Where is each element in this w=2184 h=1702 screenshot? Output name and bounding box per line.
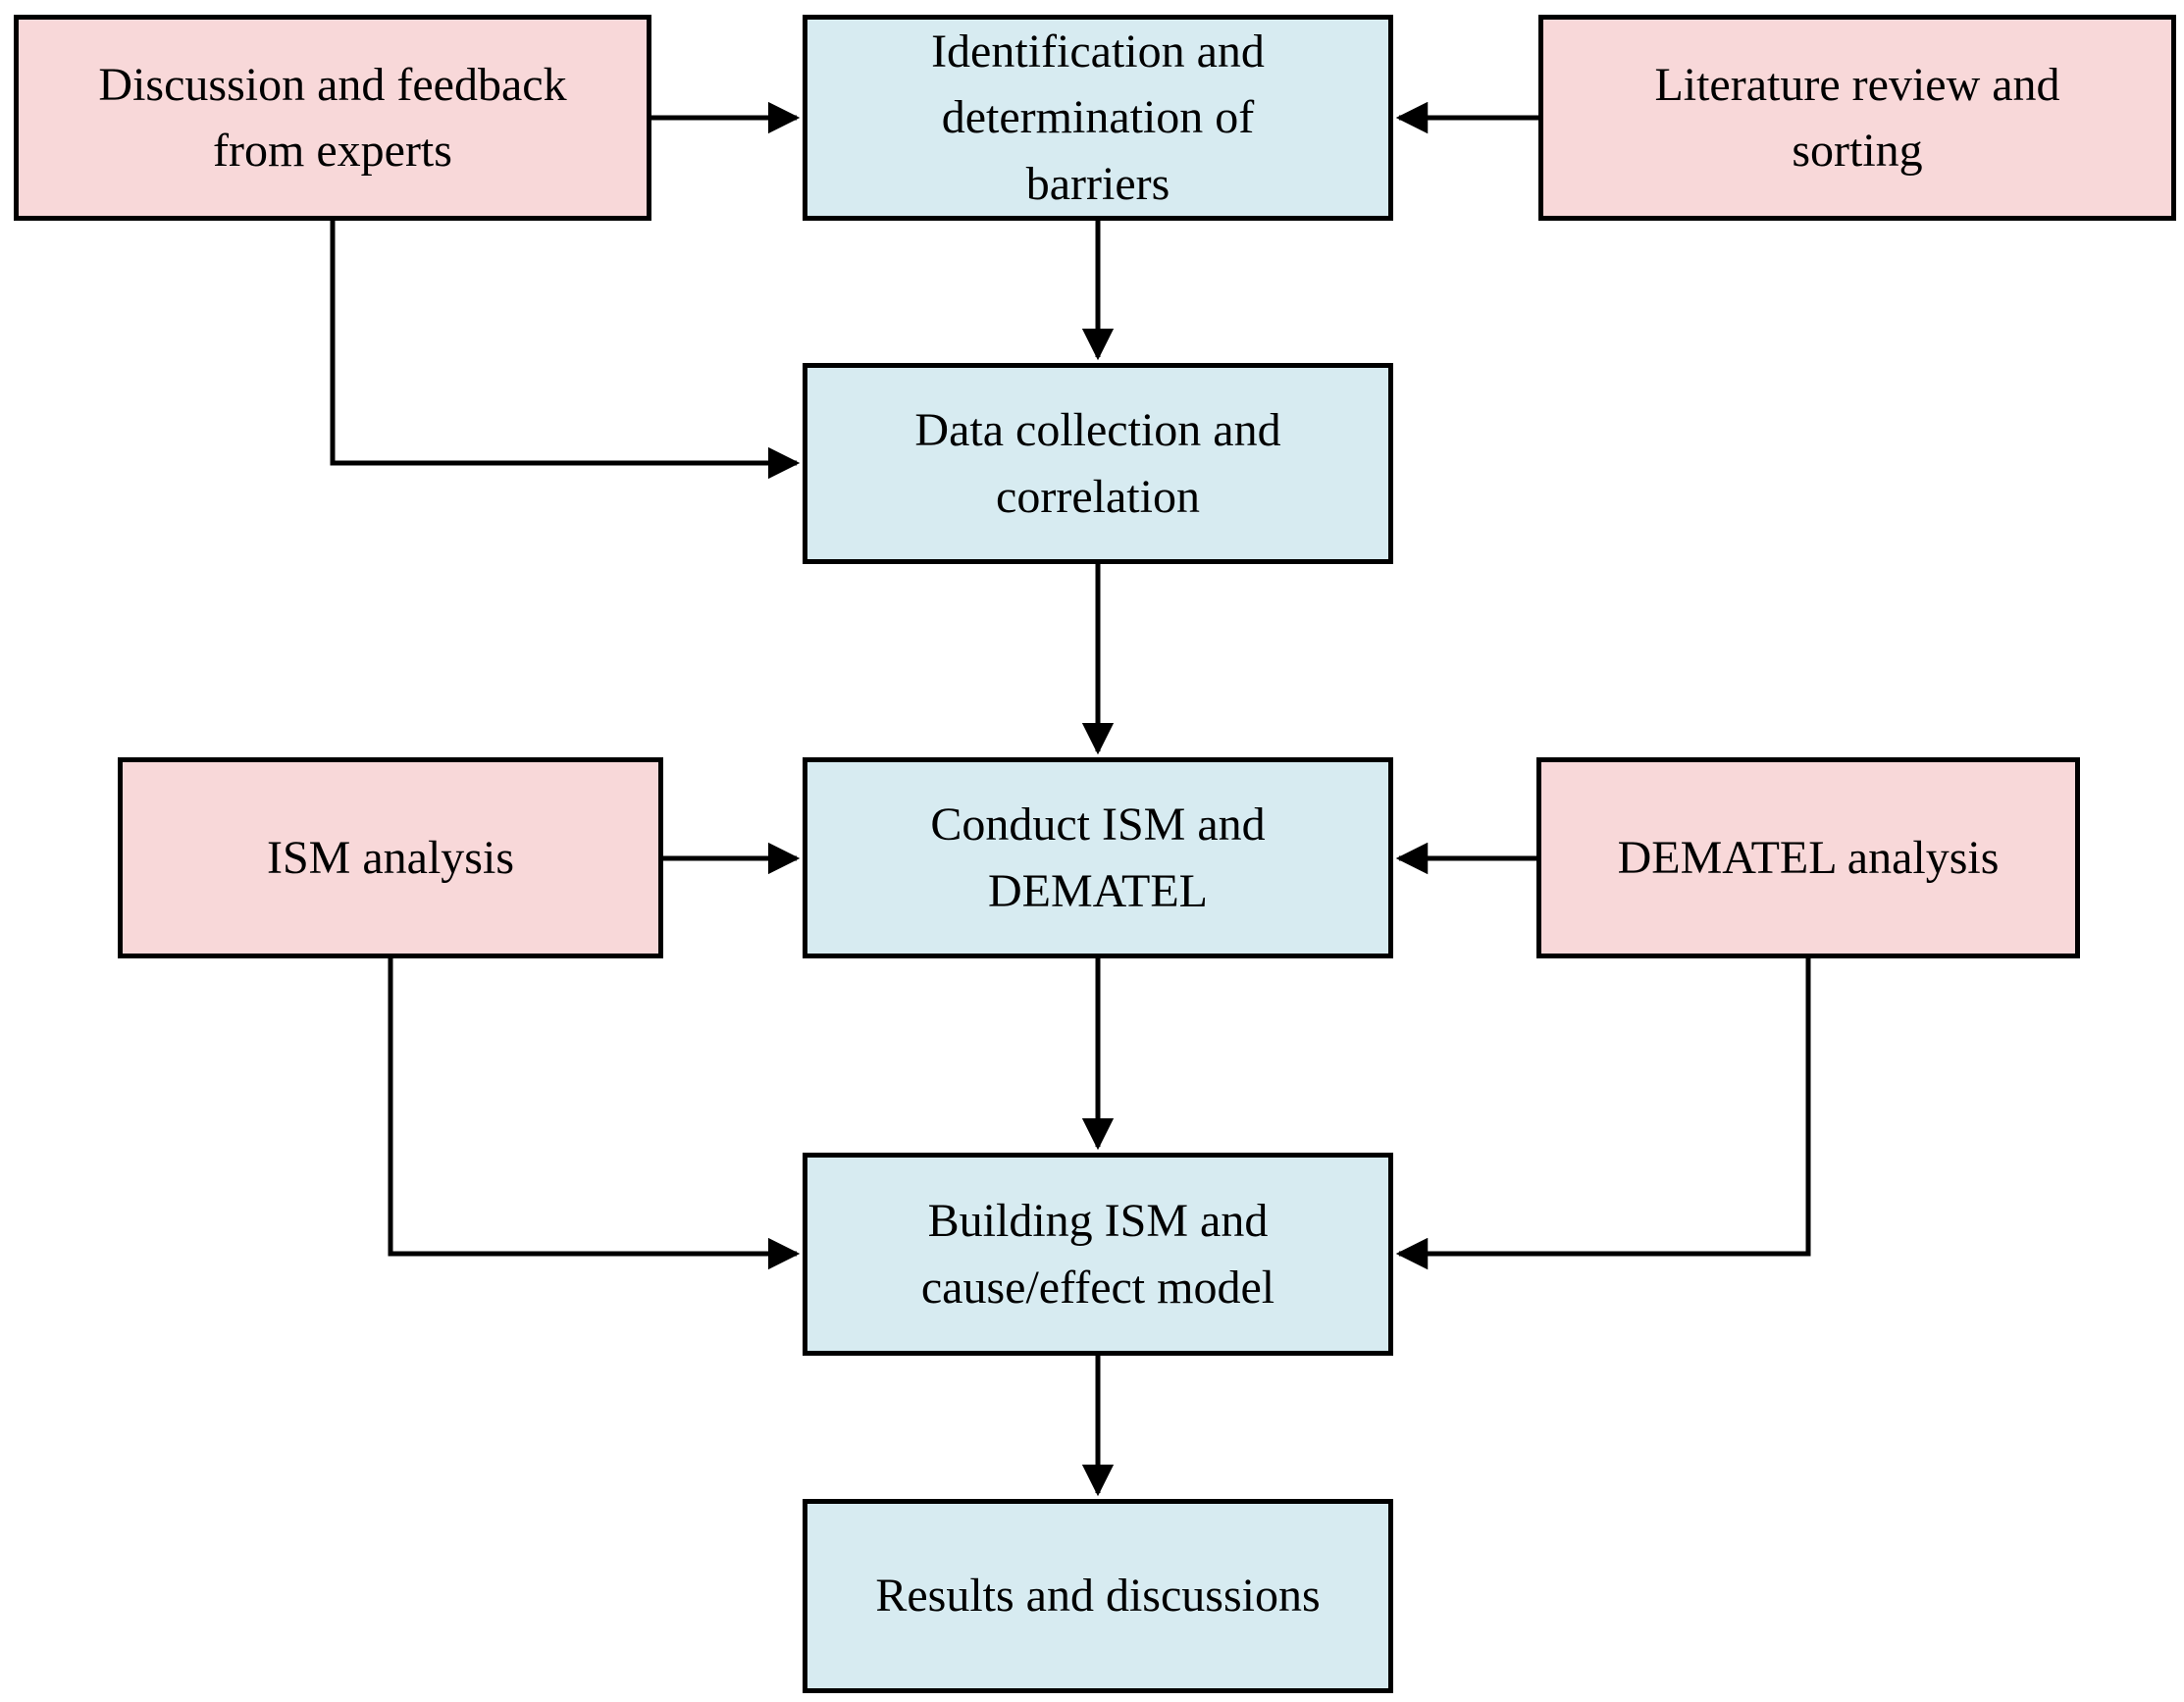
node-results-discussions: Results and discussions (803, 1499, 1393, 1693)
edge-discussion-to-data (330, 221, 801, 480)
node-building-model: Building ISM and cause/effect model (803, 1153, 1393, 1356)
node-dematel-analysis-label: DEMATEL analysis (1617, 831, 2000, 884)
node-results-label: Results and discussions (875, 1570, 1321, 1623)
node-ism-analysis: ISM analysis (118, 757, 663, 958)
node-conduct-ism-dematel: Conduct ISM and DEMATEL (803, 757, 1393, 958)
node-identification-label: Identification and determination of barr… (931, 26, 1265, 210)
node-discussion-label: Discussion and feedback from experts (98, 58, 567, 177)
node-conduct-label: Conduct ISM and DEMATEL (930, 799, 1266, 917)
node-building-model-label: Building ISM and cause/effect model (920, 1195, 1275, 1314)
node-literature-label: Literature review and sorting (1654, 58, 2060, 177)
edge-ism-to-building (388, 958, 801, 1270)
node-data-collection-label: Data collection and correlation (914, 404, 1281, 523)
node-dematel-analysis: DEMATEL analysis (1536, 757, 2080, 958)
edge-dematel-to-building (1395, 958, 1811, 1270)
node-ism-analysis-label: ISM analysis (267, 831, 514, 884)
node-literature-review: Literature review and sorting (1538, 15, 2176, 221)
node-data-collection: Data collection and correlation (803, 363, 1393, 564)
node-discussion-and-feedback: Discussion and feedback from experts (14, 15, 651, 221)
node-identification-of-barriers: Identification and determination of barr… (803, 15, 1393, 221)
